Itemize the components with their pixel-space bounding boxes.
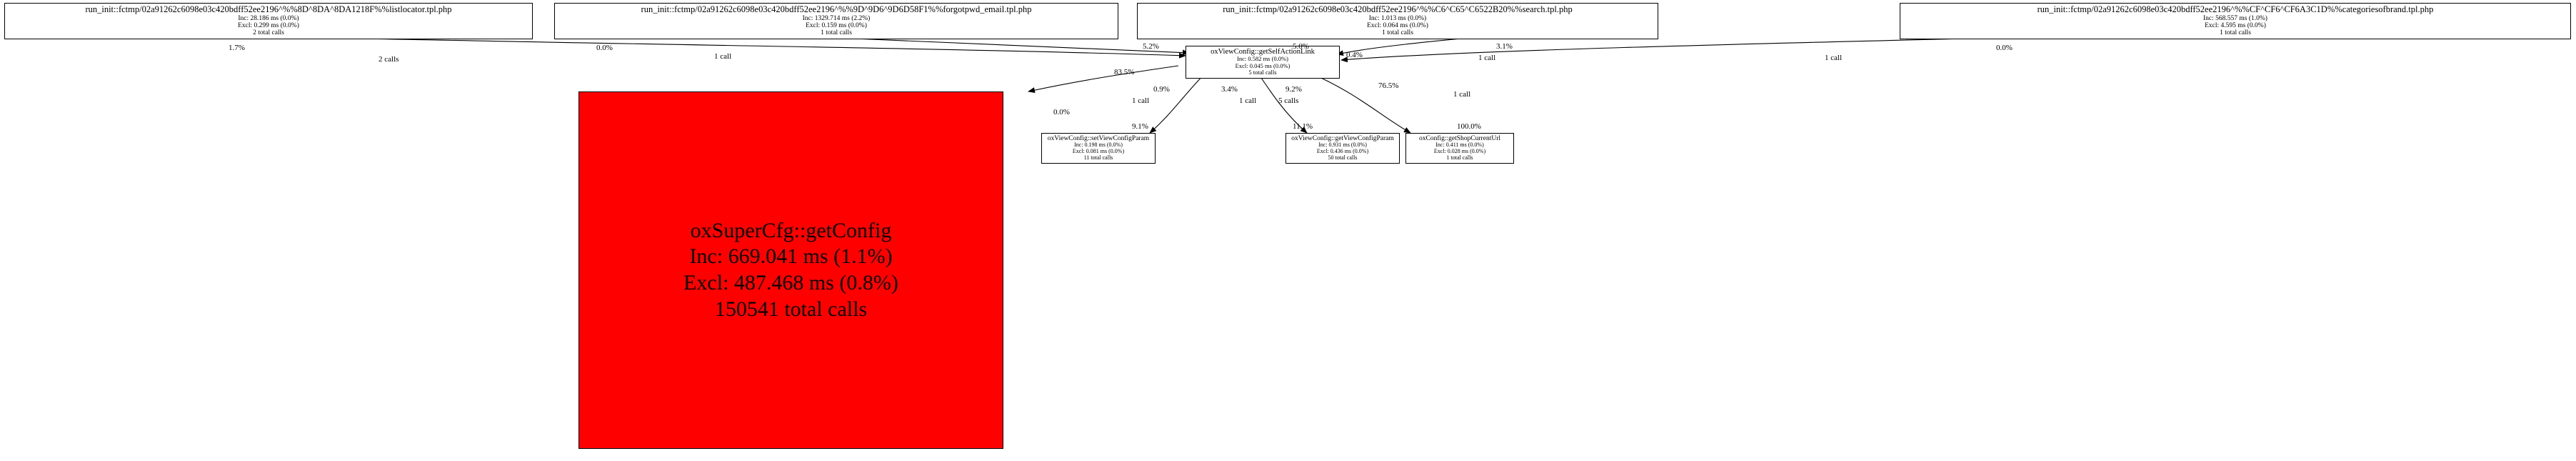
node-exclusive: Excl: 0.436 ms (0.0%)	[1316, 147, 1369, 154]
node-inclusive: Inc: 0.931 ms (0.0%)	[1318, 142, 1367, 149]
focus-node-exclusive: Excl: 487.468 ms (0.8%)	[683, 271, 898, 294]
edge-label: 0.0%	[1053, 108, 1070, 117]
node-title: oxViewConfig::setViewConfigParam	[1047, 135, 1150, 142]
node-calls: 1 total calls	[1446, 154, 1473, 161]
edge-label: 83.5%	[1114, 68, 1135, 76]
edge-label: 1.7%	[229, 44, 245, 52]
node-calls: 11 total calls	[1083, 154, 1113, 161]
node-inclusive: Inc: 1329.714 ms (2.2%)	[802, 14, 871, 22]
node-inclusive: Inc: 0.582 ms (0.0%)	[1236, 55, 1288, 63]
node-exclusive: Excl: 4.595 ms (0.0%)	[2205, 21, 2266, 29]
node-inclusive: Inc: 1.013 ms (0.0%)	[1368, 14, 1427, 22]
focus-node-title: oxSuperCfg::getConfig	[690, 218, 892, 242]
focus-node-inclusive: Inc: 669.041 ms (1.1%)	[689, 244, 893, 269]
graph-node-getviewconfigparam[interactable]: oxViewConfig::getViewConfigParam Inc: 0.…	[1286, 133, 1400, 164]
node-title: oxViewConfig::getSelfActionLink	[1211, 48, 1315, 56]
graph-node-top-0[interactable]: run_init::fctmp/02a91262c6098e03c420bdff…	[4, 3, 533, 40]
graph-node-getselfactionlink[interactable]: oxViewConfig::getSelfActionLink Inc: 0.5…	[1186, 46, 1340, 79]
edge-mid-to-leaf1	[1149, 71, 1208, 134]
edge-label: 1 call	[1239, 96, 1257, 105]
edge-label: 2 calls	[379, 55, 399, 64]
graph-node-focus-getconfig[interactable]: oxSuperCfg::getConfig Inc: 669.041 ms (1…	[578, 91, 1003, 449]
node-exclusive: Excl: 0.159 ms (0.0%)	[806, 21, 867, 29]
edge-label: 9.1%	[1132, 122, 1148, 131]
focus-node-calls: 150541 total calls	[714, 297, 868, 321]
graph-node-setviewconfigparam[interactable]: oxViewConfig::setViewConfigParam Inc: 0.…	[1041, 133, 1156, 164]
node-calls: 5 total calls	[1248, 68, 1277, 76]
node-calls: 50 total calls	[1328, 154, 1358, 161]
graph-node-top-2[interactable]: run_init::fctmp/02a91262c6098e03c420bdff…	[1137, 3, 1658, 40]
node-title: run_init::fctmp/02a91262c6098e03c420bdff…	[1223, 4, 1573, 14]
edge-label: 1 call	[1453, 90, 1471, 99]
node-calls: 2 total calls	[253, 29, 284, 36]
node-title: run_init::fctmp/02a91262c6098e03c420bdff…	[2037, 4, 2434, 14]
node-title: oxViewConfig::getViewConfigParam	[1291, 135, 1394, 142]
graph-node-top-1[interactable]: run_init::fctmp/02a91262c6098e03c420bdff…	[554, 3, 1118, 40]
edge-mid-to-leaf3	[1306, 71, 1411, 134]
node-exclusive: Excl: 0.064 ms (0.0%)	[1367, 21, 1428, 29]
edge-label: 0.9%	[1153, 85, 1170, 94]
edge-label: 1 call	[714, 52, 732, 61]
node-inclusive: Inc: 0.198 ms (0.0%)	[1074, 142, 1123, 149]
node-calls: 1 total calls	[2220, 29, 2251, 36]
edge-label: 5 calls	[1278, 96, 1299, 105]
edge-label: 76.5%	[1378, 81, 1399, 90]
graph-node-top-3[interactable]: run_init::fctmp/02a91262c6098e03c420bdff…	[1900, 3, 2571, 40]
edge-label: 100.0%	[1457, 122, 1481, 131]
node-title: run_init::fctmp/02a91262c6098e03c420bdff…	[641, 4, 1032, 14]
graph-node-getshopcurrenturl[interactable]: oxConfig::getShopCurrentUrl Inc: 0.411 m…	[1405, 133, 1514, 164]
node-calls: 1 total calls	[821, 29, 852, 36]
node-inclusive: Inc: 0.411 ms (0.0%)	[1435, 142, 1484, 149]
edge-label: 3.1%	[1496, 42, 1513, 51]
node-inclusive: Inc: 568.557 ms (1.0%)	[2203, 14, 2267, 22]
edge-label: 1 call	[1132, 96, 1150, 105]
node-title: run_init::fctmp/02a91262c6098e03c420bdff…	[85, 4, 452, 14]
node-calls: 1 total calls	[1382, 29, 1413, 36]
node-exclusive: Excl: 0.299 ms (0.0%)	[238, 21, 299, 29]
node-exclusive: Excl: 0.081 ms (0.0%)	[1072, 147, 1125, 154]
edge-label: 11.1%	[1293, 122, 1313, 131]
edge-label: 0.0%	[1996, 44, 2013, 52]
edge-label: 5.0%	[1293, 42, 1309, 51]
edge-label: 5.2%	[1143, 42, 1159, 51]
edge-label: 1 call	[1825, 54, 1843, 62]
node-exclusive: Excl: 0.045 ms (0.0%)	[1235, 61, 1290, 69]
edge-label: 3.4%	[1221, 85, 1238, 94]
node-title: oxConfig::getShopCurrentUrl	[1419, 135, 1500, 142]
node-exclusive: Excl: 0.028 ms (0.0%)	[1433, 147, 1486, 154]
edge-label: 1 call	[1478, 54, 1496, 62]
edge-label: 9.2%	[1286, 85, 1302, 94]
edge-label: 0.0%	[596, 44, 613, 52]
node-inclusive: Inc: 28.186 ms (0.0%)	[238, 14, 299, 22]
edge-label: 0.4%	[1346, 51, 1363, 59]
